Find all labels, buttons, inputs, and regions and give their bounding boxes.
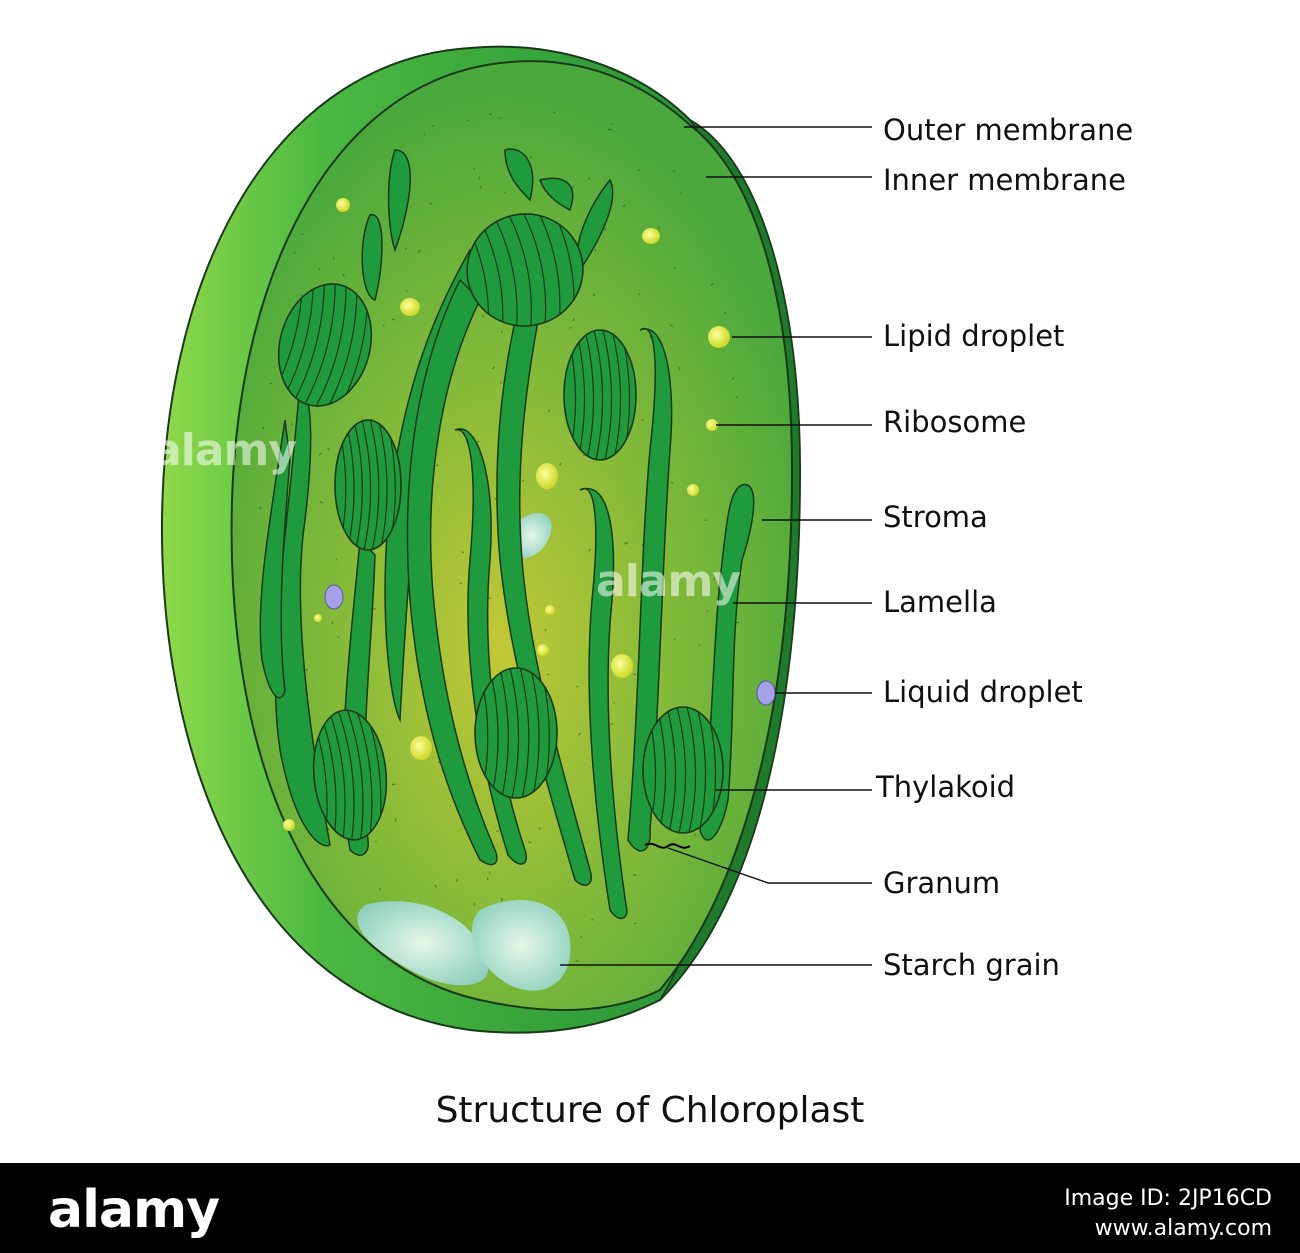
label-outer-membrane: Outer membrane [883, 113, 1134, 147]
label-lamella: Lamella [883, 585, 997, 619]
diagram-title: Structure of Chloroplast [435, 1090, 865, 1131]
footer-logo: alamy [48, 1180, 220, 1240]
label-stroma: Stroma [883, 500, 988, 534]
label-inner-membrane: Inner membrane [883, 163, 1126, 197]
grana [271, 208, 724, 843]
footer-bar [0, 1163, 1300, 1253]
granum-stack [474, 667, 558, 799]
starch-grains [357, 512, 571, 991]
label-lipid-droplet: Lipid droplet [883, 319, 1065, 353]
label-thylakoid: Thylakoid [876, 770, 1016, 804]
label-starch-grain: Starch grain [883, 948, 1060, 982]
label-granum: Granum [883, 866, 1001, 900]
granum-squiggle [644, 842, 691, 849]
granum-stack [465, 208, 584, 334]
granum-stack [642, 706, 724, 834]
watermark-left: alamy [152, 425, 297, 476]
footer-url: www.alamy.com [1094, 1216, 1272, 1241]
chloroplast-illustration [160, 45, 872, 1034]
label-liquid-droplet: Liquid droplet [883, 675, 1083, 709]
lipid-droplets [283, 198, 730, 831]
granum-stack [563, 329, 637, 461]
footer-image-id: Image ID: 2JP16CD [1064, 1186, 1272, 1211]
starch-grain-right [471, 900, 571, 991]
leader-lines [560, 126, 872, 966]
label-ribosome: Ribosome [883, 405, 1027, 439]
granum-stack [334, 419, 402, 551]
watermark-center: alamy [596, 556, 741, 607]
liquid-droplets [324, 584, 776, 706]
starch-grain-left [357, 901, 489, 986]
